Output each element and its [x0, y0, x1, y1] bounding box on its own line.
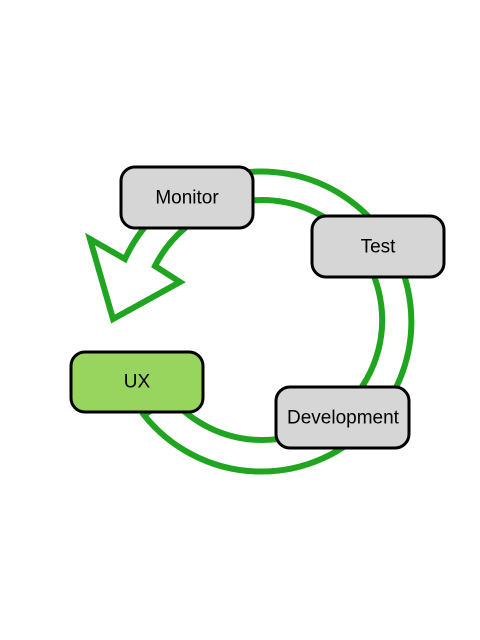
node-test-label: Test [361, 237, 397, 258]
node-development[interactable]: Development [274, 385, 411, 450]
node-development-box [274, 385, 411, 450]
node-test[interactable]: Test [310, 214, 446, 279]
node-ux-box [69, 350, 205, 414]
node-monitor-box [119, 165, 255, 230]
node-test-box [310, 214, 446, 279]
node-monitor-label: Monitor [155, 188, 219, 209]
node-ux-label: UX [124, 372, 151, 393]
node-monitor[interactable]: Monitor [119, 165, 255, 230]
node-ux[interactable]: UX [69, 350, 205, 414]
node-development-label: Development [287, 408, 400, 429]
